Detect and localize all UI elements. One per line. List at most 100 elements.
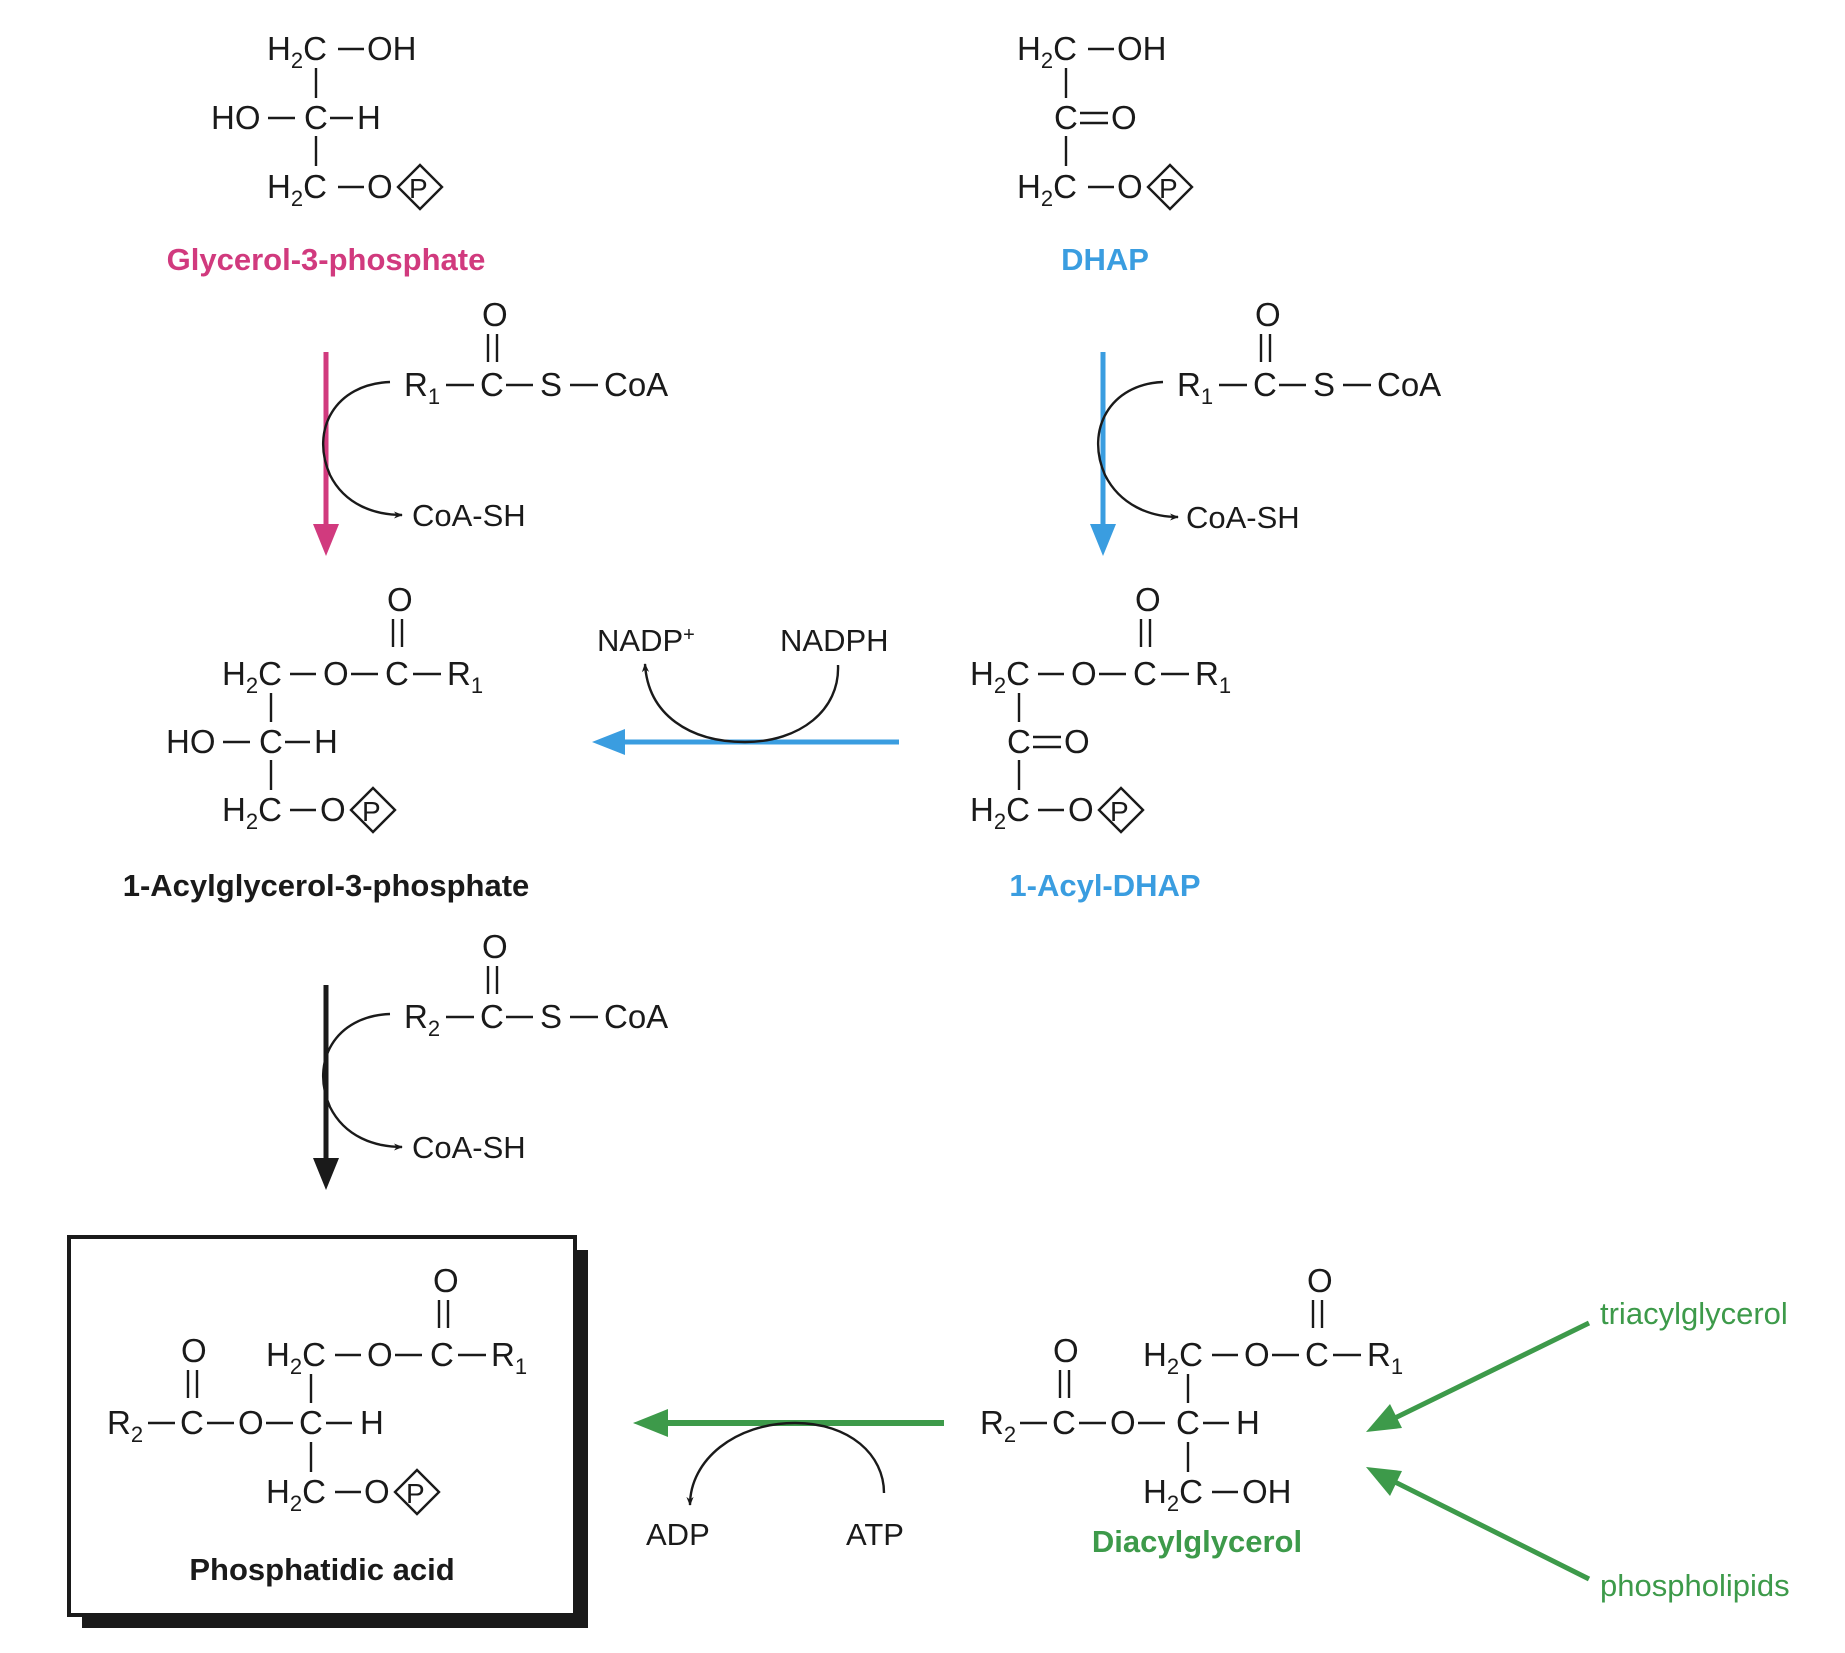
label-dhap: DHAP — [1061, 242, 1149, 277]
arrowhead-icon — [592, 729, 625, 755]
atom-o: O — [367, 168, 393, 205]
acyl-coa-r2: O R2 C S CoA — [404, 928, 668, 1041]
phosphate-icon: P — [349, 786, 397, 834]
atom-c: C — [480, 998, 504, 1035]
acylglycerol-3-phosphate-structure: O H2C O C R1 HO C H H2C O P — [166, 581, 483, 834]
atom-o: O — [1053, 1332, 1079, 1369]
arrow-from-phospholipids — [1393, 1479, 1591, 1582]
atom-r1: R1 — [1195, 655, 1231, 698]
svg-text:P: P — [1110, 796, 1129, 827]
atom-r1: R1 — [491, 1336, 527, 1379]
atom-h2c: H2C — [267, 168, 327, 211]
atom-c: C — [1052, 1404, 1076, 1441]
atom-s: S — [540, 366, 562, 403]
atom-c: C — [1305, 1336, 1329, 1373]
arrowhead-icon — [313, 524, 339, 556]
atom-h: H — [1236, 1404, 1260, 1441]
atom-s: S — [1313, 366, 1335, 403]
curved-arrow — [321, 380, 403, 519]
dhap-structure: H2C OH C O H2C O P — [1017, 30, 1194, 211]
atom-r1: R1 — [1177, 366, 1213, 409]
atom-h2c: H2C — [1017, 168, 1077, 211]
atom-o: O — [181, 1332, 207, 1369]
atom-h2c: H2C — [267, 30, 327, 73]
atom-c: C — [180, 1404, 204, 1441]
atom-h2c: H2C — [266, 1473, 326, 1516]
atom-h2c: H2C — [970, 791, 1030, 834]
atom-oh: OH — [1117, 30, 1167, 67]
cofactor-coa-sh: CoA-SH — [1186, 500, 1300, 535]
atom-o: O — [482, 928, 508, 965]
atom-c: C — [299, 1404, 323, 1441]
arrowhead-icon — [1090, 524, 1116, 556]
atom-c: C — [430, 1336, 454, 1373]
atom-c: C — [259, 723, 283, 760]
arrowhead-icon — [633, 1409, 668, 1437]
atom-h2c: H2C — [970, 655, 1030, 698]
cofactor-coa-sh: CoA-SH — [412, 1130, 526, 1165]
atom-coa: CoA — [604, 998, 668, 1035]
atom-h2c: H2C — [1017, 30, 1077, 73]
arrowhead-icon — [1366, 1467, 1402, 1496]
label-glycerol-3-phosphate: Glycerol-3-phosphate — [167, 242, 486, 277]
atom-h: H — [360, 1404, 384, 1441]
atom-h2c: H2C — [222, 791, 282, 834]
acyl-dhap-structure: O H2C O C R1 C O H2C O P — [970, 581, 1231, 834]
atom-o: O — [1068, 791, 1094, 828]
diacylglycerol-structure: O H2C O C R1 O R2 C O C H H2C OH — [980, 1262, 1403, 1516]
atom-r1: R1 — [404, 366, 440, 409]
atom-ho: HO — [166, 723, 216, 760]
atom-c: C — [1176, 1404, 1200, 1441]
atom-ho: HO — [211, 99, 261, 136]
atom-o: O — [1307, 1262, 1333, 1299]
arrowhead-icon — [1366, 1404, 1402, 1432]
phosphate-icon: P — [396, 163, 444, 211]
atom-c: C — [1007, 723, 1031, 760]
atom-c: C — [480, 366, 504, 403]
curved-arrow — [321, 1012, 403, 1151]
atom-o: O — [323, 655, 349, 692]
reaction-phosphorylation: ADP ATP — [633, 1409, 944, 1552]
atom-o: O — [1064, 723, 1090, 760]
arrowhead-icon — [313, 1158, 339, 1190]
label-acyl-dhap: 1-Acyl-DHAP — [1009, 868, 1200, 903]
atom-r1: R1 — [447, 655, 483, 698]
atom-o: O — [433, 1262, 459, 1299]
acyl-coa-r1: O R1 C S CoA — [404, 296, 668, 409]
glycerol-3-phosphate-structure: H2C OH HO C H H2C O P — [211, 30, 444, 211]
atom-o: O — [1071, 655, 1097, 692]
phosphatidic-acid-structure: O H2C O C R1 O R2 C O C H H2C — [107, 1262, 527, 1516]
box-frame — [67, 1235, 577, 1617]
source-triacylglycerol: triacylglycerol — [1600, 1296, 1788, 1331]
atom-o: O — [364, 1473, 390, 1510]
arrow-from-triacylglycerol — [1393, 1320, 1591, 1421]
reaction-reduction: NADP+ NADPH — [592, 623, 899, 755]
atom-h2c: H2C — [1143, 1336, 1203, 1379]
phosphate-icon: P — [393, 1468, 441, 1516]
atom-c: C — [1253, 366, 1277, 403]
curved-arrow — [641, 663, 840, 744]
phosphate-icon: P — [1146, 163, 1194, 211]
label-diacylglycerol: Diacylglycerol — [1092, 1524, 1302, 1559]
atom-h2c: H2C — [1143, 1473, 1203, 1516]
cofactor-adp: ADP — [646, 1517, 710, 1552]
atom-r2: R2 — [980, 1404, 1016, 1447]
cofactor-nadp: NADP+ — [597, 623, 695, 658]
label-phosphatidic-acid: Phosphatidic acid — [189, 1552, 454, 1587]
atom-s: S — [540, 998, 562, 1035]
curved-arrow — [1096, 380, 1179, 521]
svg-text:P: P — [406, 1478, 425, 1509]
svg-text:P: P — [362, 796, 381, 827]
acyl-coa-r1: O R1 C S CoA — [1177, 296, 1441, 409]
atom-o: O — [320, 791, 346, 828]
atom-c: C — [385, 655, 409, 692]
cofactor-atp: ATP — [846, 1517, 904, 1552]
atom-o: O — [1117, 168, 1143, 205]
atom-o: O — [1135, 581, 1161, 618]
atom-o: O — [1244, 1336, 1270, 1373]
atom-h: H — [357, 99, 381, 136]
label-acylglycerol-3-phosphate: 1-Acylglycerol-3-phosphate — [123, 868, 530, 903]
atom-o: O — [238, 1404, 264, 1441]
atom-o: O — [387, 581, 413, 618]
